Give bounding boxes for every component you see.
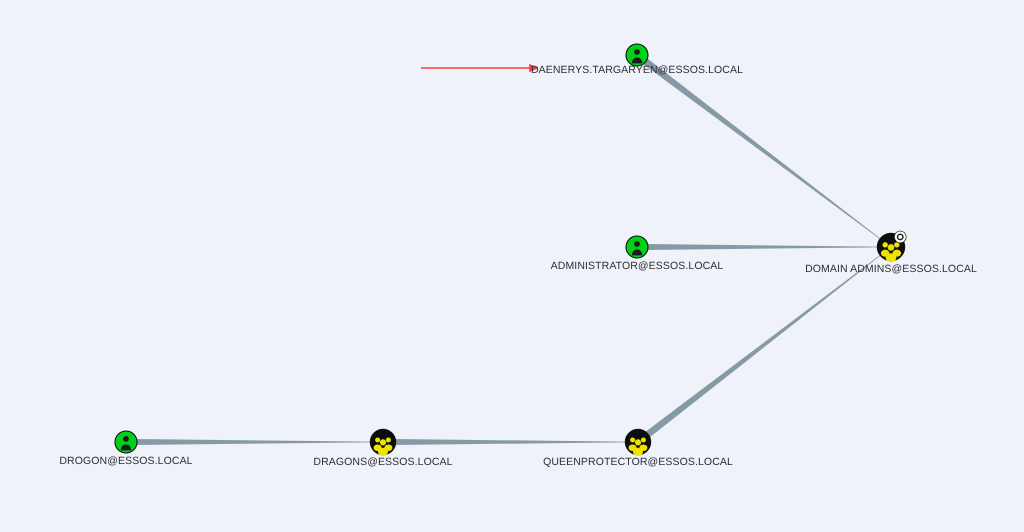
group-icon-head-0 [630, 437, 636, 443]
node-label-daenerys: DAENERYS.TARGARYEN@ESSOS.LOCAL [530, 64, 744, 76]
group-icon-head-2 [634, 439, 642, 446]
gear-badge-icon[interactable] [894, 230, 907, 244]
graph-node-drogon[interactable] [114, 430, 138, 454]
group-icon-head-1 [640, 437, 646, 443]
graph-node-daenerys[interactable] [625, 43, 649, 67]
node-label-domain-admins: DOMAIN ADMINS@ESSOS.LOCAL [805, 263, 977, 275]
graph-edge[interactable] [135, 439, 371, 445]
graph-node-administrator[interactable] [625, 235, 649, 259]
node-label-queenprotector: QUEENPROTECTOR@ESSOS.LOCAL [543, 456, 733, 468]
user-icon-head [634, 49, 640, 55]
graph-edge[interactable] [642, 57, 881, 240]
user-icon-head [634, 241, 640, 247]
edges-layer [135, 57, 881, 445]
gear-badge-glyph [896, 233, 904, 241]
user-icon-body [120, 444, 132, 451]
node-label-administrator: ADMINISTRATOR@ESSOS.LOCAL [550, 260, 724, 272]
graph-edge[interactable] [644, 254, 881, 439]
group-icon-head-0 [375, 437, 381, 443]
group-icon-head-1 [894, 242, 900, 248]
graph-node-queenprotector[interactable] [624, 428, 652, 456]
user-node-circle[interactable] [114, 430, 138, 454]
graph-node-domain-admins[interactable] [876, 230, 907, 263]
user-icon-body [631, 249, 643, 256]
graph-node-dragons[interactable] [369, 428, 397, 456]
group-icon-body-2 [378, 447, 388, 456]
user-icon-body [631, 57, 643, 64]
group-icon-body-2 [633, 447, 643, 456]
graph-edge[interactable] [646, 244, 878, 250]
group-icon-head-2 [379, 439, 387, 446]
group-icon-head-2 [887, 244, 895, 251]
user-node-circle[interactable] [625, 43, 649, 67]
nodes-layer [114, 43, 907, 456]
group-icon-head-1 [385, 437, 391, 443]
node-label-dragons: DRAGONS@ESSOS.LOCAL [313, 456, 453, 468]
node-label-drogon: DROGON@ESSOS.LOCAL [59, 455, 193, 467]
user-node-circle[interactable] [625, 235, 649, 259]
user-icon-head [123, 436, 129, 442]
group-icon-head-0 [882, 242, 888, 248]
graph-edge[interactable] [394, 439, 626, 445]
group-icon-body-2 [885, 253, 897, 263]
